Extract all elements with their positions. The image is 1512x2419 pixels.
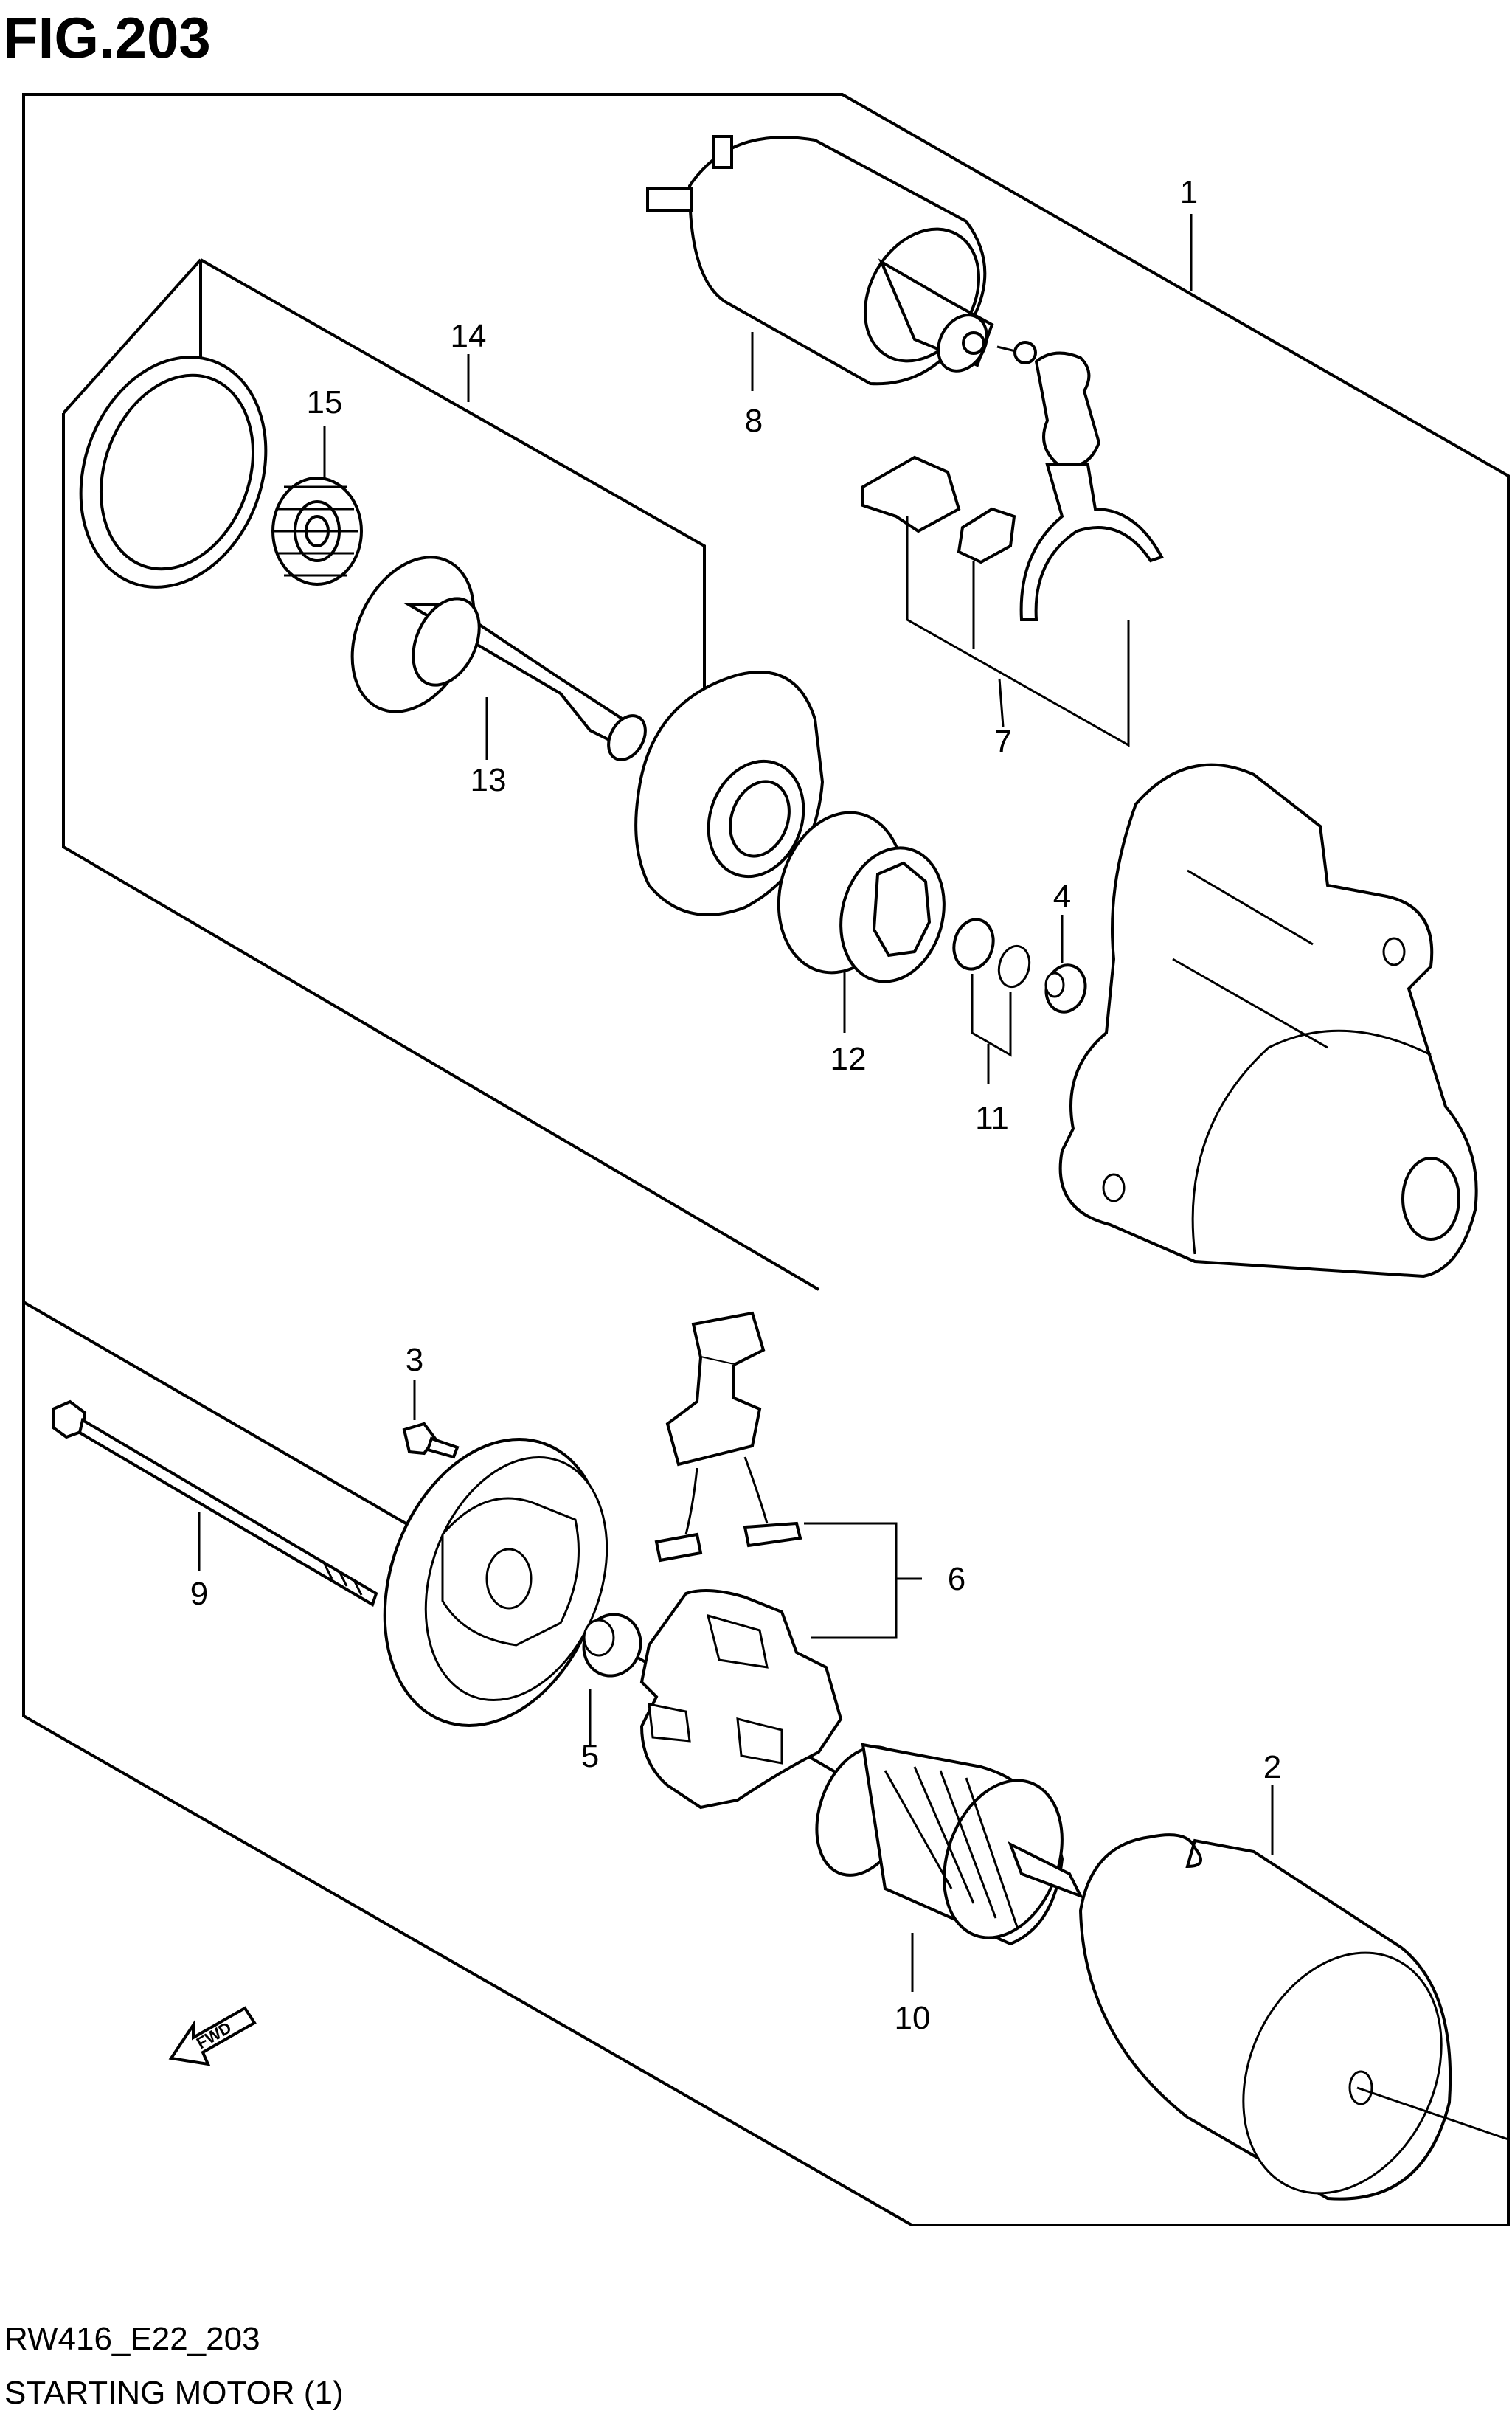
leader-6 xyxy=(804,1522,922,1639)
leader-11 xyxy=(971,974,1012,1084)
yoke-part[interactable] xyxy=(1078,1833,1479,2226)
shift-lever-part[interactable] xyxy=(1019,351,1164,621)
callout-9: 9 xyxy=(190,1576,208,1612)
drive-end-housing-part[interactable] xyxy=(1058,763,1478,1278)
through-bolt-part[interactable] xyxy=(52,1399,378,1607)
armature-part[interactable] xyxy=(800,1734,1084,1954)
bushing-part[interactable] xyxy=(1041,961,1091,1016)
callout-2: 2 xyxy=(1263,1749,1281,1785)
callout-12: 12 xyxy=(830,1041,867,1077)
subassembly-14-frame-edge xyxy=(62,258,202,415)
output-shaft-part[interactable] xyxy=(329,538,653,766)
bearing-part[interactable] xyxy=(575,1607,649,1684)
callout-13: 13 xyxy=(471,762,507,798)
subassembly-14-frame xyxy=(62,258,820,1291)
callout-7: 7 xyxy=(994,724,1012,760)
callout-10: 10 xyxy=(895,2000,931,2036)
assembly-frame xyxy=(22,93,1510,2226)
figure-code: RW416_E22_203 xyxy=(4,2321,260,2357)
gear-housing-part[interactable] xyxy=(634,671,825,916)
callout-6: 6 xyxy=(948,1561,965,1597)
housing-seal-ring-part[interactable] xyxy=(50,331,297,614)
callout-15: 15 xyxy=(307,384,343,421)
solenoid-part[interactable] xyxy=(646,135,1037,386)
rear-end-cover-part[interactable] xyxy=(347,1408,642,1757)
callout-4: 4 xyxy=(1053,879,1071,915)
shift-lever-pad-part[interactable] xyxy=(957,507,1016,564)
leader-7 xyxy=(906,516,1130,747)
figure-caption: STARTING MOTOR (1) xyxy=(4,2375,344,2411)
shift-lever-block-part[interactable] xyxy=(861,455,961,533)
callout-5: 5 xyxy=(581,1738,599,1774)
brush-holder-part[interactable] xyxy=(639,1589,843,1810)
callout-8: 8 xyxy=(745,403,763,439)
reduction-gear-part[interactable] xyxy=(271,477,363,586)
callout-11: 11 xyxy=(975,1100,1009,1136)
callout-3: 3 xyxy=(406,1342,423,1378)
overrunning-clutch-part[interactable] xyxy=(761,799,958,994)
brush-lead-part[interactable] xyxy=(654,1311,802,1563)
callout-14: 14 xyxy=(451,318,487,354)
forward-direction-arrow: FWD xyxy=(168,2006,257,2066)
figure-title: FIG.203 xyxy=(3,5,211,70)
callout-1: 1 xyxy=(1180,174,1198,210)
screw-part[interactable] xyxy=(402,1422,460,1459)
leader-2-axis xyxy=(1356,2086,1509,2141)
stop-ring-part[interactable] xyxy=(949,915,1033,990)
